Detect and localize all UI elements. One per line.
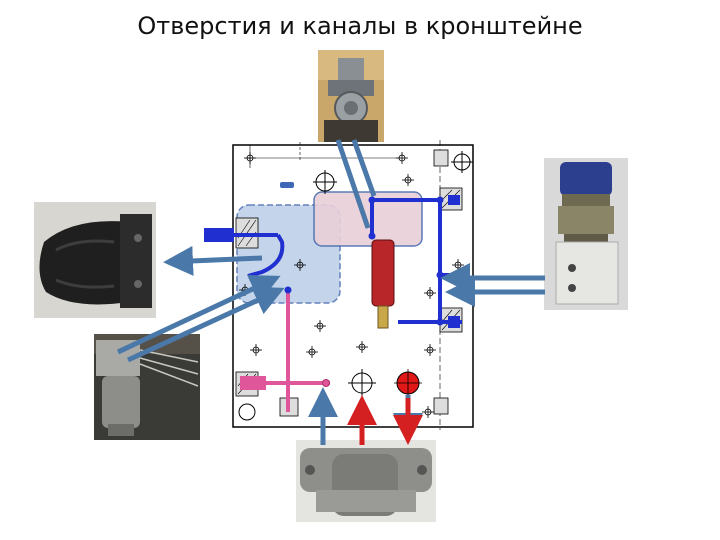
large-holes [238, 151, 473, 421]
blue-slot [280, 182, 294, 188]
right-valve-photo [544, 158, 628, 310]
top-valve-photo [318, 50, 384, 142]
pink-zone [313, 191, 423, 247]
pink-port-plug [240, 376, 266, 390]
right-port-plug-mid [448, 316, 460, 328]
left-regulator-photo [34, 202, 156, 318]
slide-title: Отверстия и каналы в кронштейне [137, 12, 583, 40]
pink-channels [262, 290, 330, 412]
bottom-center-photo [296, 440, 436, 522]
red-arrows [347, 395, 423, 445]
steel-arrows [116, 139, 545, 445]
bottom-left-photo [94, 334, 200, 440]
left-port-plug [204, 228, 234, 242]
red-check-valve [371, 239, 395, 329]
right-port-plug-top [448, 195, 460, 205]
